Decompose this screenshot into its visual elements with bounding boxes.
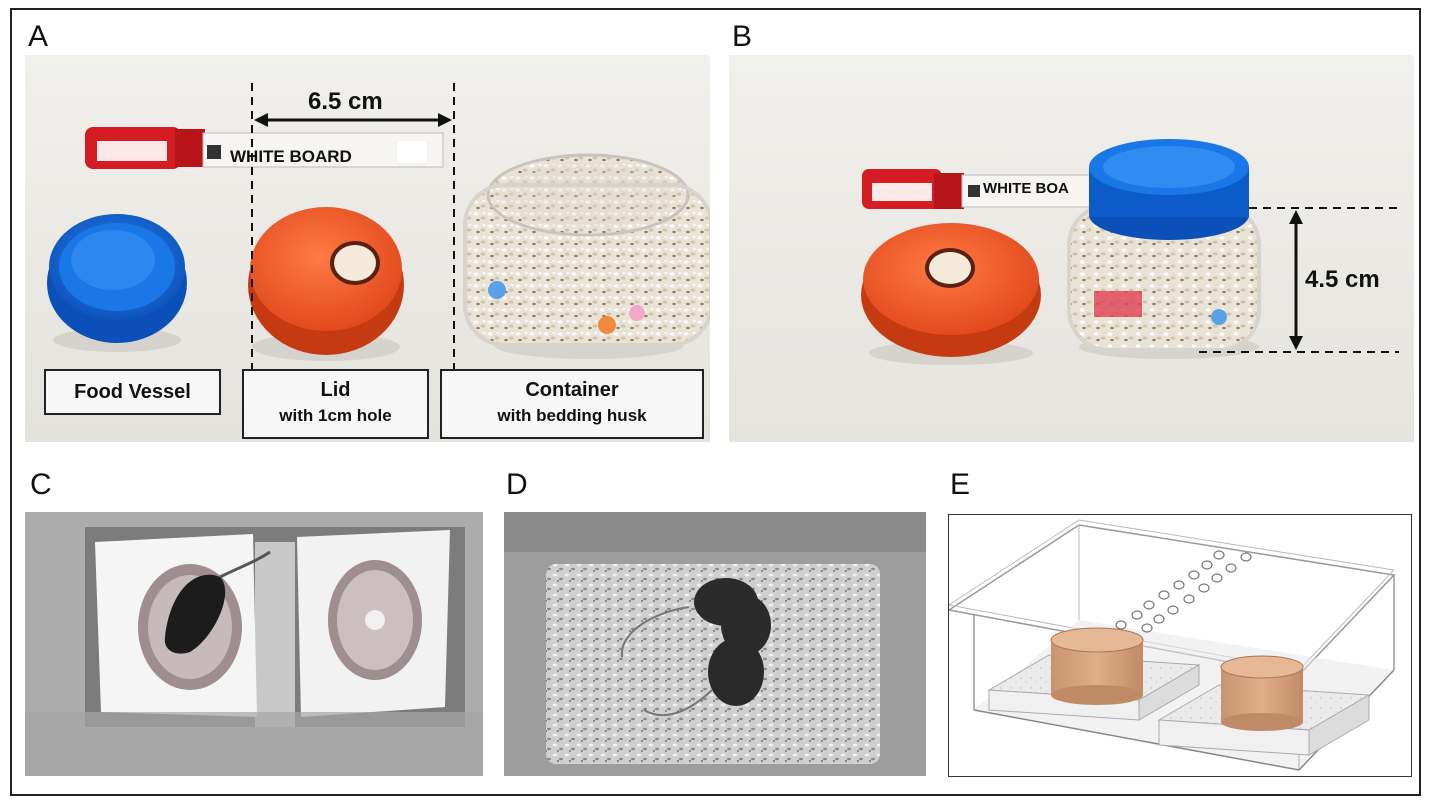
panel-label-c: C: [30, 468, 52, 501]
panel-label-b: B: [732, 20, 753, 53]
panel-label-a: A: [28, 20, 49, 53]
height-dimension-label: 4.5 cm: [1305, 266, 1380, 293]
panel-d-photo: [504, 512, 926, 776]
panel-label-d: D: [506, 468, 528, 501]
caption-lid-sub: with 1cm hole: [279, 406, 392, 425]
caption-container-sub: with bedding husk: [497, 406, 647, 425]
marker-label: WHITE BOARD: [230, 147, 352, 166]
caption-lid: Lid with 1cm hole: [242, 369, 429, 439]
caption-container: Container with bedding husk: [440, 369, 704, 439]
caption-food-vessel-text: Food Vessel: [74, 381, 191, 403]
caption-lid-title: Lid: [320, 379, 351, 401]
caption-food-vessel: Food Vessel: [44, 369, 221, 415]
marker-label-b: WHITE BOA: [983, 180, 1069, 197]
panel-label-e: E: [950, 468, 971, 501]
width-dimension-label: 6.5 cm: [308, 88, 383, 115]
marker-pen: [85, 127, 444, 169]
panel-c-photo: [25, 512, 483, 776]
panel-e-diagram: [948, 514, 1412, 777]
caption-container-title: Container: [525, 379, 619, 401]
panel-b-photo: [729, 55, 1414, 442]
